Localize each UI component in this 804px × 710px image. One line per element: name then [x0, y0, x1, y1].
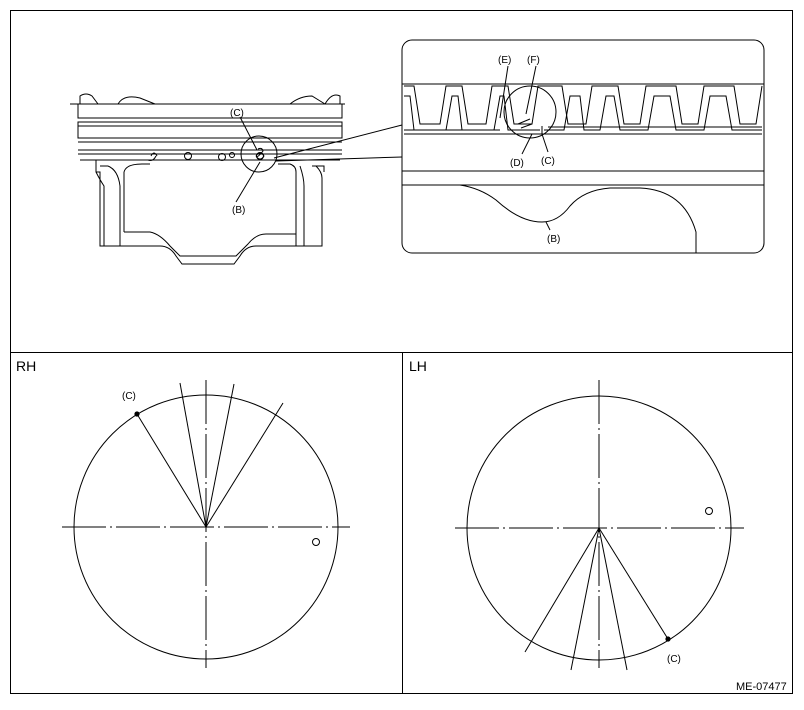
lh-marker-label: (C): [667, 654, 681, 665]
rh-panel-title: RH: [16, 358, 36, 374]
lh-ring-gap-marker: [665, 636, 671, 642]
detail-label-d: (D): [510, 158, 524, 169]
detail-label-b: (B): [547, 234, 560, 245]
rh-marker-label: (C): [122, 391, 136, 402]
detail-label-c: (C): [541, 156, 555, 167]
rh-circle-diagram: [62, 380, 350, 668]
piston-side-view: [70, 93, 403, 265]
lh-circle-diagram: [455, 380, 744, 671]
detail-label-e: (E): [498, 55, 511, 66]
detail-view: [401, 39, 765, 254]
piston-label-c: (C): [230, 108, 244, 119]
rh-ring-gap-marker: [134, 411, 140, 417]
figure-code: ME-07477: [736, 681, 787, 693]
detail-label-f: (F): [527, 55, 540, 66]
lh-panel-title: LH: [409, 358, 427, 374]
piston-label-b: (B): [232, 205, 245, 216]
